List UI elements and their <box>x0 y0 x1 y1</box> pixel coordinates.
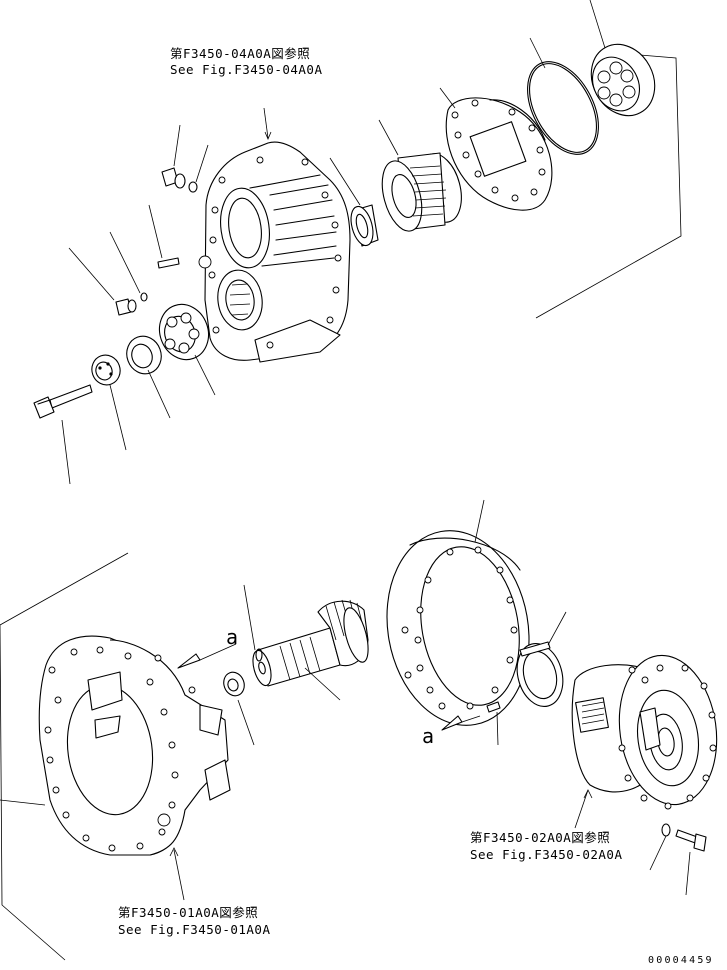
washer-lower-right <box>661 823 671 837</box>
transmission-housing-upper <box>198 141 351 363</box>
differential-housing-lower <box>38 635 231 856</box>
small-ring-lower <box>255 648 263 662</box>
upper-frame-lines <box>535 54 682 319</box>
nut-ring <box>126 335 162 375</box>
hex-bolt-long <box>33 384 93 419</box>
leader-lines-upper <box>61 0 606 485</box>
pinion-shaft <box>252 599 369 687</box>
reference-top-en: See Fig.F3450-04A0A <box>170 62 323 77</box>
small-bolt-left <box>115 298 137 316</box>
differential-case <box>571 654 718 810</box>
reference-right-jp: 第F3450-02A0A図参照 <box>470 830 611 845</box>
roller-bearing-lower-left <box>158 303 210 361</box>
dowel-pin-upper <box>157 257 180 269</box>
roller-bearing-upper-right <box>590 43 656 117</box>
seal-ring-lower <box>223 671 245 697</box>
flange-washer <box>91 354 121 386</box>
bolt-lower-right <box>675 829 707 852</box>
bearing-cone-lower <box>516 641 564 707</box>
plug-bolt-upper <box>161 167 186 189</box>
leader-lines-lower <box>0 499 691 901</box>
marker-arrows <box>177 643 481 731</box>
tapered-bearing-upper <box>381 152 462 232</box>
lower-frame-lines <box>0 552 129 961</box>
bushing-upper <box>350 204 379 247</box>
marker-a-left: a <box>226 625 239 649</box>
reference-top-jp: 第F3450-04A0A図参照 <box>170 46 311 61</box>
washer-small-upper <box>188 181 198 193</box>
ring-gear <box>386 530 530 726</box>
retainer-plate-upper <box>445 97 553 211</box>
o-ring-upper <box>527 61 599 155</box>
reference-bottom-en: See Fig.F3450-01A0A <box>118 922 271 937</box>
document-number: 00004459 <box>648 955 714 966</box>
dowel-pin-lower <box>486 701 501 713</box>
reference-right-en: See Fig.F3450-02A0A <box>470 847 623 862</box>
marker-a-right: a <box>422 724 435 748</box>
reference-bottom-jp: 第F3450-01A0A図参照 <box>118 905 259 920</box>
washer-small-left <box>140 292 148 302</box>
